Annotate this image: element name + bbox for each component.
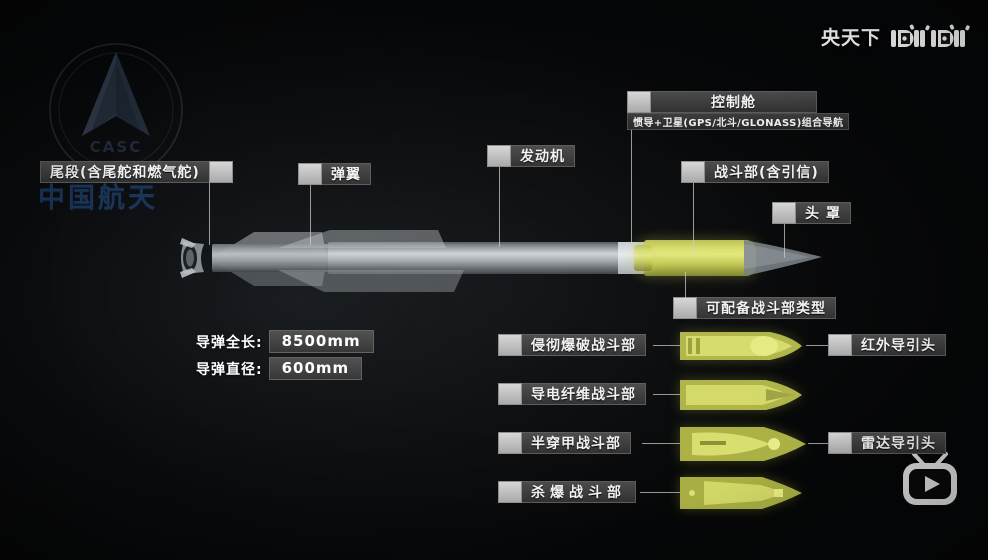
callout-engine-label: 发动机 <box>511 145 575 167</box>
callout-marker-square <box>498 481 522 503</box>
callout-tail-section[interactable]: 尾段(含尾舵和燃气舵) <box>40 161 233 183</box>
warhead-option-3-graphic <box>680 427 806 461</box>
leader-line-wh3-left <box>642 443 680 444</box>
missile-warhead-collar <box>634 245 652 271</box>
callout-warhead-types[interactable]: 可配备战斗部类型 <box>673 297 836 319</box>
callout-wing[interactable]: 弹翼 <box>298 163 371 185</box>
missile-warhead-section <box>644 240 756 276</box>
callout-warhead-label: 战斗部(含引信) <box>705 161 829 183</box>
warhead-option-3-label-chip[interactable]: 半穿甲战斗部 <box>498 432 631 454</box>
leader-line-control <box>631 130 632 246</box>
callout-control-label: 控制舱 <box>651 91 817 113</box>
leader-line-wh4-left <box>640 492 680 493</box>
warhead-option-2-label: 导电纤维战斗部 <box>522 383 646 405</box>
warhead-option-1-label-chip[interactable]: 侵彻爆破战斗部 <box>498 334 646 356</box>
bilibili-logo-icon <box>891 24 970 47</box>
callout-engine[interactable]: 发动机 <box>487 145 575 167</box>
leader-line-wh2-left <box>653 394 681 395</box>
channel-name: 央天下 <box>820 26 881 49</box>
spec-length-value: 8500mm <box>268 330 374 353</box>
callout-warhead-types-label: 可配备战斗部类型 <box>697 297 836 319</box>
casc-arrow-logo: CASC <box>49 43 183 177</box>
warhead-option-1-label: 侵彻爆破战斗部 <box>522 334 646 356</box>
callout-marker-square <box>828 432 852 454</box>
callout-marker-square <box>498 383 522 405</box>
casc-logo-text: CASC <box>90 138 142 156</box>
callout-marker-square <box>498 432 522 454</box>
leader-line-wh3-right <box>808 443 830 444</box>
callout-marker-square <box>487 145 511 167</box>
callout-marker-square <box>681 161 705 183</box>
missile-wing-lower <box>278 270 464 292</box>
spec-diameter-key: 导弹直径: <box>196 361 263 378</box>
callout-nose-cone[interactable]: 头 罩 <box>772 202 851 224</box>
spec-row-diameter: 导弹直径: 600mm <box>196 357 363 380</box>
callout-marker-square <box>627 91 651 113</box>
leader-line-warhead <box>693 183 694 255</box>
leader-line-nosecone <box>784 224 785 258</box>
leader-line-wh1-left <box>653 345 681 346</box>
callout-marker-square <box>772 202 796 224</box>
leader-line-wh1-right <box>806 345 830 346</box>
leader-line-warhead-types <box>685 272 686 298</box>
leader-line-tail <box>209 183 210 245</box>
spec-row-length: 导弹全长: 8500mm <box>196 330 374 353</box>
seeker-ir-label: 红外导引头 <box>852 334 946 356</box>
callout-warhead[interactable]: 战斗部(含引信) <box>681 161 829 183</box>
warhead-option-2-label-chip[interactable]: 导电纤维战斗部 <box>498 383 646 405</box>
seeker-ir-chip[interactable]: 红外导引头 <box>828 334 946 356</box>
warhead-option-2-graphic <box>680 380 802 410</box>
callout-marker-square <box>208 161 233 183</box>
callout-wing-label: 弹翼 <box>322 163 371 185</box>
missile-wing-upper <box>278 230 446 248</box>
spec-length-key: 导弹全长: <box>196 334 263 351</box>
warhead-option-4-label-chip[interactable]: 杀爆战斗部 <box>498 481 636 503</box>
warhead-option-1-graphic <box>680 332 802 360</box>
callout-control-bay[interactable]: 控制舱 <box>627 91 817 113</box>
callout-marker-square <box>673 297 697 319</box>
seeker-radar-label: 雷达导引头 <box>852 432 946 454</box>
callout-marker-square <box>828 334 852 356</box>
brand-watermark: 央天下 <box>821 22 974 50</box>
spec-diameter-value: 600mm <box>268 357 363 380</box>
missile-illustration <box>178 222 822 294</box>
leader-line-wing <box>310 185 311 245</box>
leader-line-engine <box>499 167 500 247</box>
callout-tail-label: 尾段(含尾舵和燃气舵) <box>40 161 209 183</box>
callout-marker-square <box>498 334 522 356</box>
warhead-option-3-label: 半穿甲战斗部 <box>522 432 631 454</box>
bilibili-tv-play-icon[interactable] <box>898 448 962 510</box>
callout-nosecone-label: 头 罩 <box>796 202 851 224</box>
callout-control-subtitle: 惯导+卫星(GPS/北斗/GLONASS)组合导航 <box>627 113 850 130</box>
warhead-option-4-graphic <box>680 477 802 509</box>
seeker-radar-chip[interactable]: 雷达导引头 <box>828 432 946 454</box>
callout-marker-square <box>298 163 322 185</box>
warhead-option-4-label: 杀爆战斗部 <box>522 481 636 503</box>
